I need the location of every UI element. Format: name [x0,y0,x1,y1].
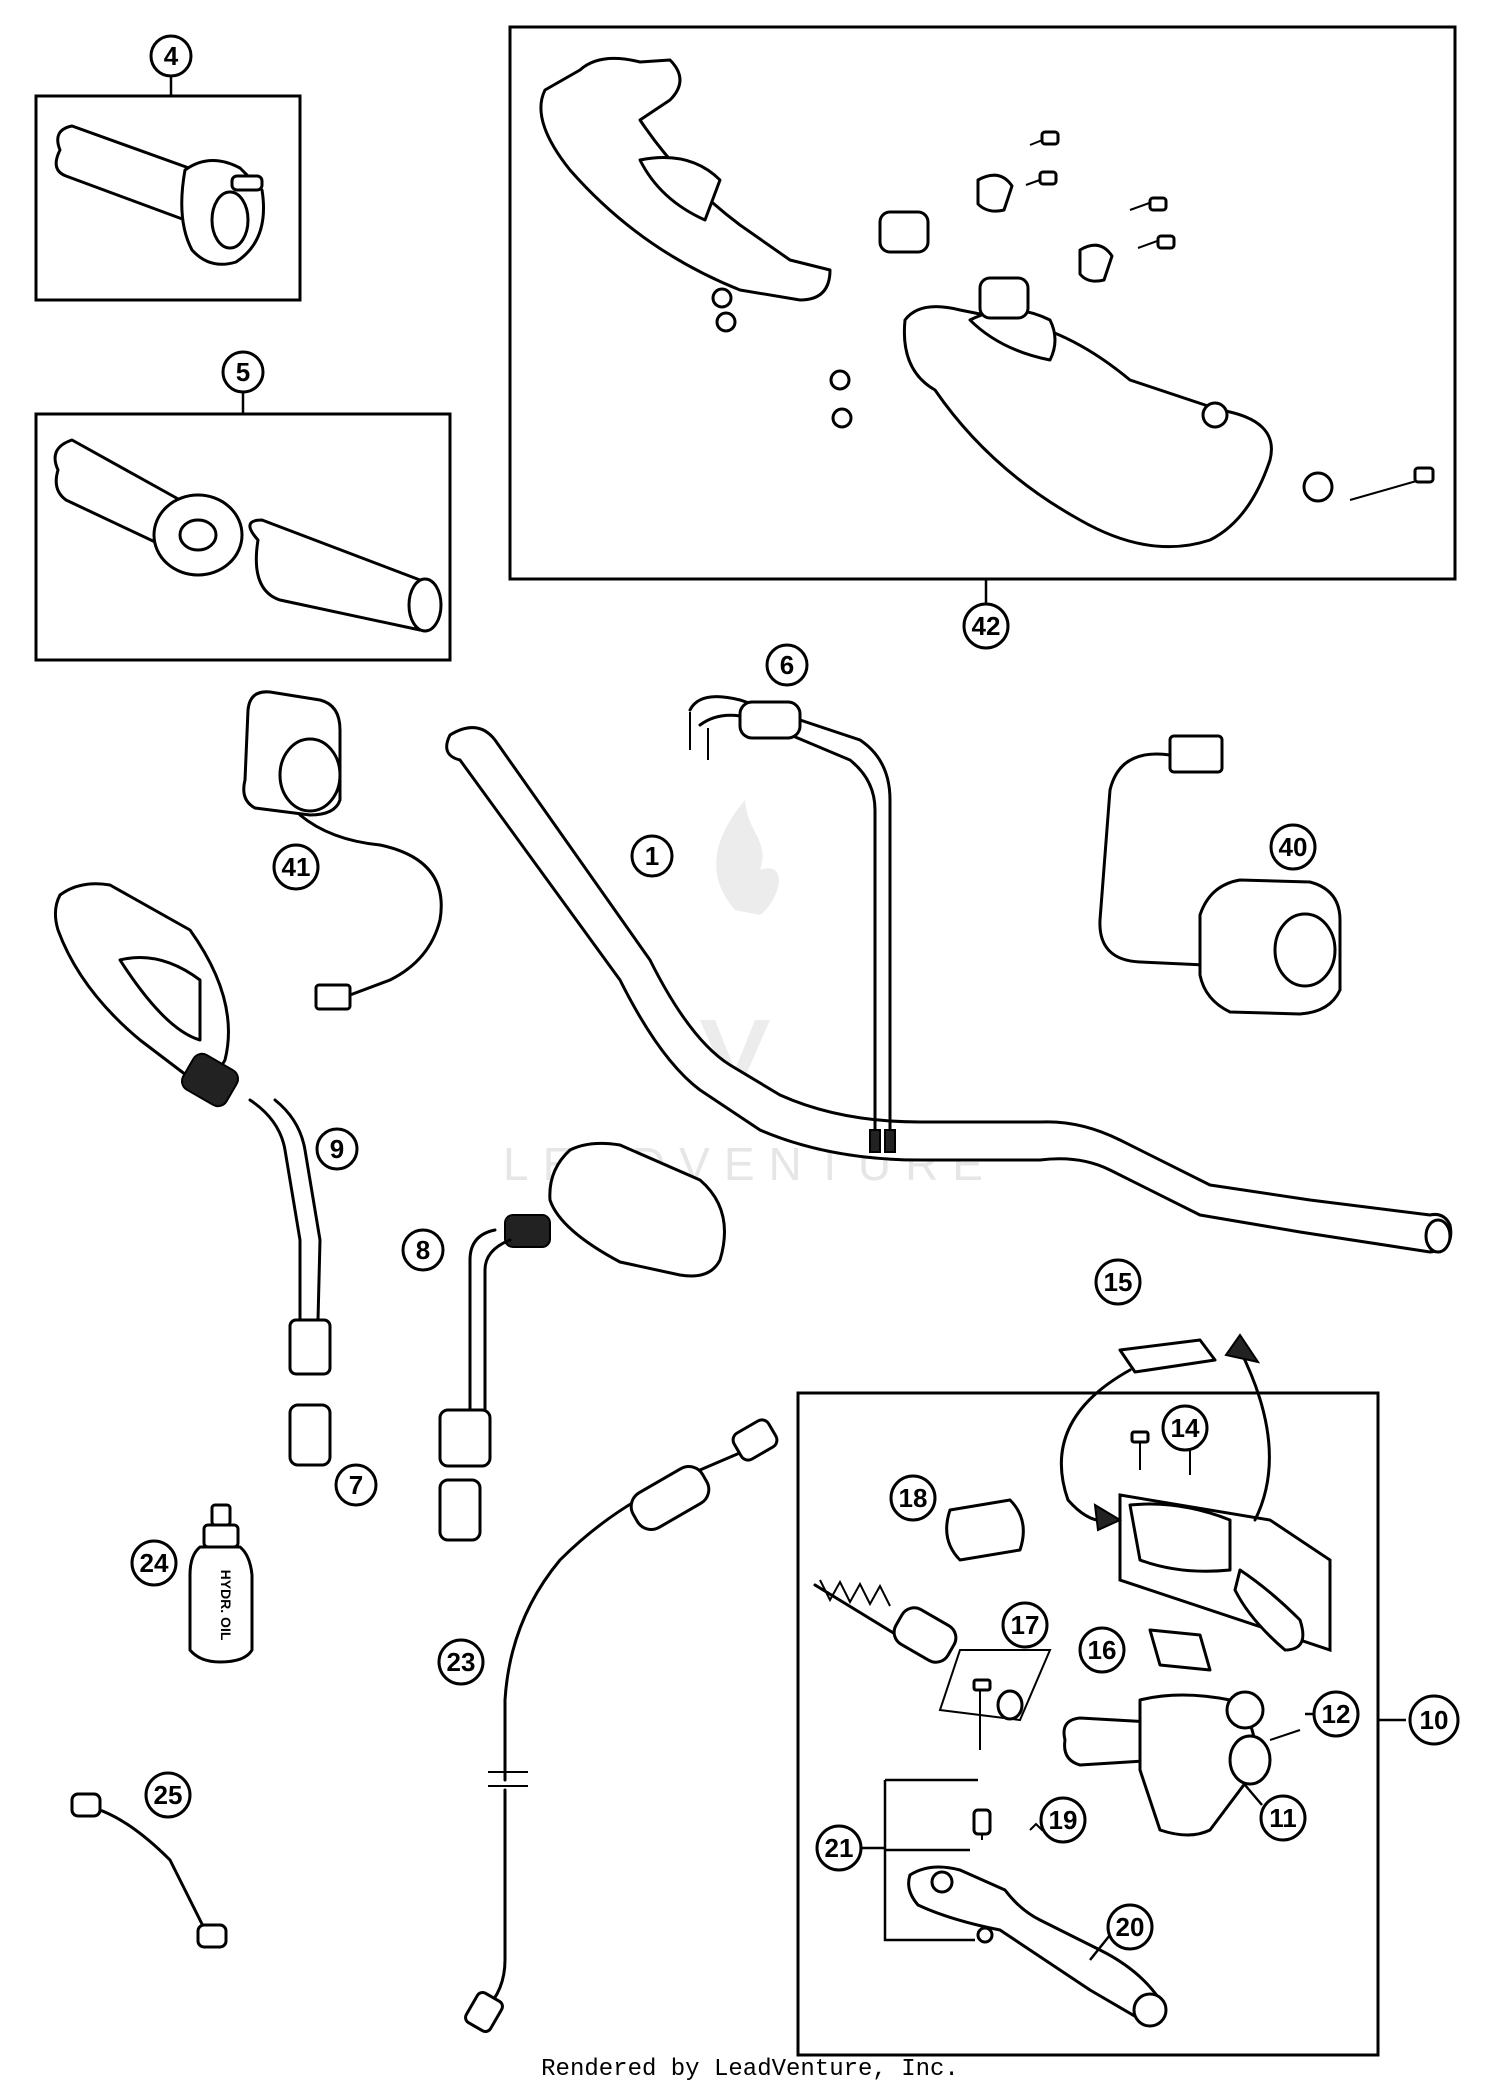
clamp-bottom-left [978,276,1030,320]
svg-text:8: 8 [416,1235,430,1265]
group-42-hand-guards [508,25,1457,605]
svg-text:7: 7 [349,1470,363,1500]
svg-text:6: 6 [780,650,794,680]
callout-21: 21 [815,1824,863,1872]
callout-1: 1 [630,834,674,878]
box-42 [508,25,1457,581]
callout-25: 25 [144,1771,192,1819]
nuts [711,287,1334,503]
callout-23: 23 [437,1638,485,1686]
callout-6: 6 [765,643,809,687]
callout-41: 41 [272,843,320,891]
svg-text:5: 5 [236,357,250,387]
handlebar-tube [445,726,1453,1254]
svg-text:12: 12 [1322,1699,1351,1729]
callouts: 4 5 42 6 1 41 40 9 8 7 24 23 25 15 14 18… [130,34,1460,1951]
svg-text:24: 24 [140,1548,169,1578]
callout-4: 4 [149,34,193,78]
group-10-master-cylinder [796,1333,1406,2057]
handlebar [445,726,1453,1254]
throttle-cable [688,695,896,1153]
right-switch [1098,734,1342,1016]
group-5-grip-set [34,390,452,662]
svg-text:16: 16 [1088,1635,1117,1665]
box-4 [34,94,302,302]
callout-9: 9 [315,1127,359,1171]
svg-text:42: 42 [972,611,1001,641]
hydraulic-oil-bottle: HYDR. OIL [188,1503,254,1664]
callout-24: 24 [130,1539,178,1587]
mirror-adapters [288,1403,482,1542]
svg-text:1: 1 [645,841,659,871]
callout-40: 40 [1269,823,1317,871]
svg-text:9: 9 [330,1134,344,1164]
svg-text:40: 40 [1279,832,1308,862]
box-10 [796,1391,1380,2057]
svg-text:11: 11 [1269,1803,1297,1833]
bottle-label: HYDR. OIL [218,1570,234,1641]
clamp-top-left [878,210,930,254]
svg-text:10: 10 [1420,1705,1449,1735]
callout-14: 14 [1161,1404,1209,1452]
svg-text:18: 18 [899,1483,928,1513]
footer-credit: Rendered by LeadVenture, Inc. [541,2056,959,2083]
right-grip [248,518,432,632]
callout-16: 16 [1078,1626,1126,1674]
callout-20: 20 [1106,1903,1154,1951]
callout-8: 8 [401,1228,445,1272]
callout-17: 17 [1001,1601,1049,1649]
svg-text:19: 19 [1049,1805,1078,1835]
svg-text:14: 14 [1171,1413,1200,1443]
callout-7: 7 [334,1463,378,1507]
sensor-cable [70,1792,228,1949]
svg-text:15: 15 [1104,1267,1133,1297]
left-mirror [53,882,332,1376]
svg-text:17: 17 [1011,1610,1040,1640]
callout-5: 5 [221,350,265,394]
throttle-grip-tube [54,124,202,222]
callout-11: 11 [1259,1794,1307,1842]
callout-15: 15 [1094,1258,1142,1306]
svg-text:23: 23 [447,1647,476,1677]
group-4-throttle-grip [34,74,302,302]
svg-text:25: 25 [154,1780,183,1810]
callout-42: 42 [962,602,1010,650]
callout-leaders [862,1712,1314,1961]
svg-text:41: 41 [282,852,311,882]
svg-text:21: 21 [825,1833,854,1863]
callout-10: 10 [1408,1694,1460,1746]
svg-text:4: 4 [164,41,179,71]
svg-text:20: 20 [1116,1912,1145,1942]
bolts [1025,130,1435,501]
left-switch [242,690,443,1011]
callout-19: 19 [1039,1796,1087,1844]
callout-18: 18 [889,1474,937,1522]
callout-12: 12 [1312,1690,1360,1738]
right-mirror [438,1141,726,1468]
brake-cable [464,1418,779,2034]
